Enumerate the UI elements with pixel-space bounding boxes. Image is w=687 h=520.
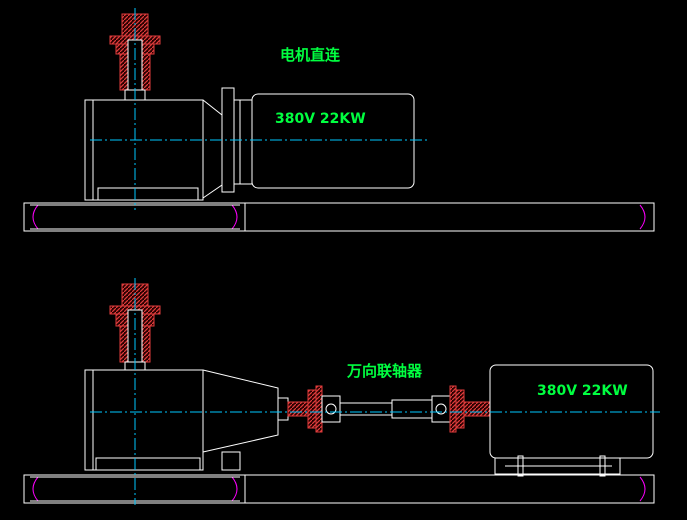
top-base-skid bbox=[23, 202, 655, 232]
bottom-title: 万向联轴器 bbox=[346, 362, 423, 380]
bottom-motor-stand bbox=[494, 455, 621, 477]
top-pump-housing bbox=[84, 99, 223, 201]
bottom-assembly bbox=[23, 278, 660, 505]
bottom-motor-label: 380V 22KW bbox=[537, 383, 628, 399]
top-assembly bbox=[23, 8, 655, 232]
top-motor-label: 380V 22KW bbox=[275, 111, 366, 127]
universal-joint-shaft bbox=[277, 385, 491, 433]
bottom-base-skid bbox=[23, 474, 655, 504]
bottom-pump-housing bbox=[84, 369, 279, 471]
top-title: 电机直连 bbox=[280, 46, 341, 64]
top-motor-body bbox=[251, 93, 415, 189]
